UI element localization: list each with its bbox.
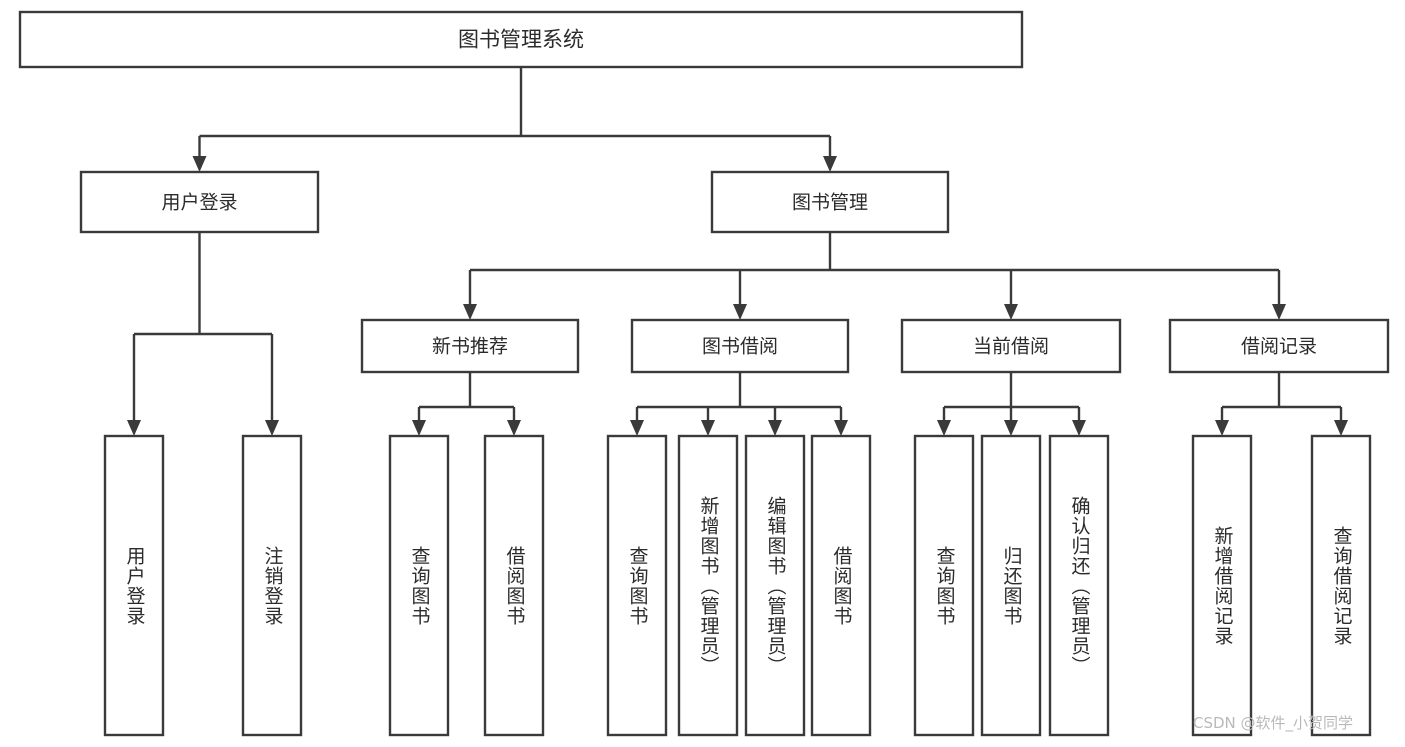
leaf-box-8[interactable]: [913, 434, 975, 737]
leafbus-3-arrow-2-head: [1072, 420, 1086, 436]
book-mgmt-bus-arrow-3-head: [1272, 304, 1286, 320]
root-bus-arrow-0-head: [192, 156, 207, 172]
leaf-box-2[interactable]: [388, 434, 450, 737]
root-box-label: 图书管理系统: [458, 28, 584, 52]
level1-box-1[interactable]: 图书管理: [710, 170, 950, 234]
leafbus-2-arrow-3-head: [834, 420, 848, 436]
leafbus-2-arrow-0-head: [630, 420, 644, 436]
root-box[interactable]: 图书管理系统: [18, 10, 1024, 69]
level1-box-0[interactable]: 用户登录: [79, 170, 320, 234]
level1-box-0-rect[interactable]: [79, 170, 320, 234]
level1-box-1-label: 图书管理: [792, 192, 868, 214]
leaf-box-1[interactable]: [241, 434, 303, 737]
book-mgmt-bus-arrow-1-head: [733, 304, 747, 320]
leaf-box-9[interactable]: [980, 434, 1042, 737]
level2-box-3-label: 借阅记录: [1241, 336, 1317, 358]
leaf-box-12[interactable]: [1310, 434, 1372, 737]
leaf-box-3[interactable]: [483, 434, 545, 737]
leafbus-2-arrow-2-head: [768, 420, 782, 436]
level2-box-2[interactable]: 当前借阅: [900, 318, 1122, 374]
level2-box-1-label: 图书借阅: [702, 336, 778, 358]
root-bus-arrow-1-head: [823, 156, 837, 172]
leafbus-3-arrow-0-head: [937, 420, 951, 436]
level2-box-3-rect[interactable]: [1168, 318, 1390, 374]
leaf-box-10[interactable]: [1048, 434, 1110, 737]
root-box-rect[interactable]: [18, 10, 1024, 69]
leaf-box-5[interactable]: [677, 434, 739, 737]
leafbus-4-arrow-1-head: [1334, 420, 1348, 436]
leafbus-0-arrow-1-head: [265, 420, 279, 436]
level2-box-0-label: 新书推荐: [432, 336, 508, 358]
level2-box-0[interactable]: 新书推荐: [360, 318, 580, 374]
level1-box-0-label: 用户登录: [161, 192, 237, 214]
level2-box-1[interactable]: 图书借阅: [630, 318, 850, 374]
level2-box-3[interactable]: 借阅记录: [1168, 318, 1390, 374]
leafbus-1-arrow-1-head: [507, 420, 521, 436]
leaf-box-0[interactable]: [103, 434, 165, 737]
connector-layer: [127, 67, 1348, 436]
leafbus-1-arrow-0-head: [412, 420, 426, 436]
book-mgmt-bus-arrow-0-head: [463, 304, 477, 320]
level2-box-2-label: 当前借阅: [973, 336, 1049, 358]
book-mgmt-bus-arrow-2-head: [1004, 304, 1018, 320]
leaf-box-11[interactable]: [1191, 434, 1253, 737]
leafbus-0-arrow-0-head: [127, 420, 141, 436]
leafbus-4-arrow-0-head: [1215, 420, 1229, 436]
leafbus-3-arrow-1-head: [1004, 420, 1018, 436]
leaf-box-6[interactable]: [744, 434, 806, 737]
level1-box-1-rect[interactable]: [710, 170, 950, 234]
leaf-box-7[interactable]: [810, 434, 872, 737]
leafbus-2-arrow-1-head: [701, 420, 715, 436]
level2-box-1-rect[interactable]: [630, 318, 850, 374]
level2-box-2-rect[interactable]: [900, 318, 1122, 374]
csdn-watermark: CSDN @软件_小贺同学: [1193, 714, 1354, 732]
leaf-box-4[interactable]: [606, 434, 668, 737]
level2-box-0-rect[interactable]: [360, 318, 580, 374]
